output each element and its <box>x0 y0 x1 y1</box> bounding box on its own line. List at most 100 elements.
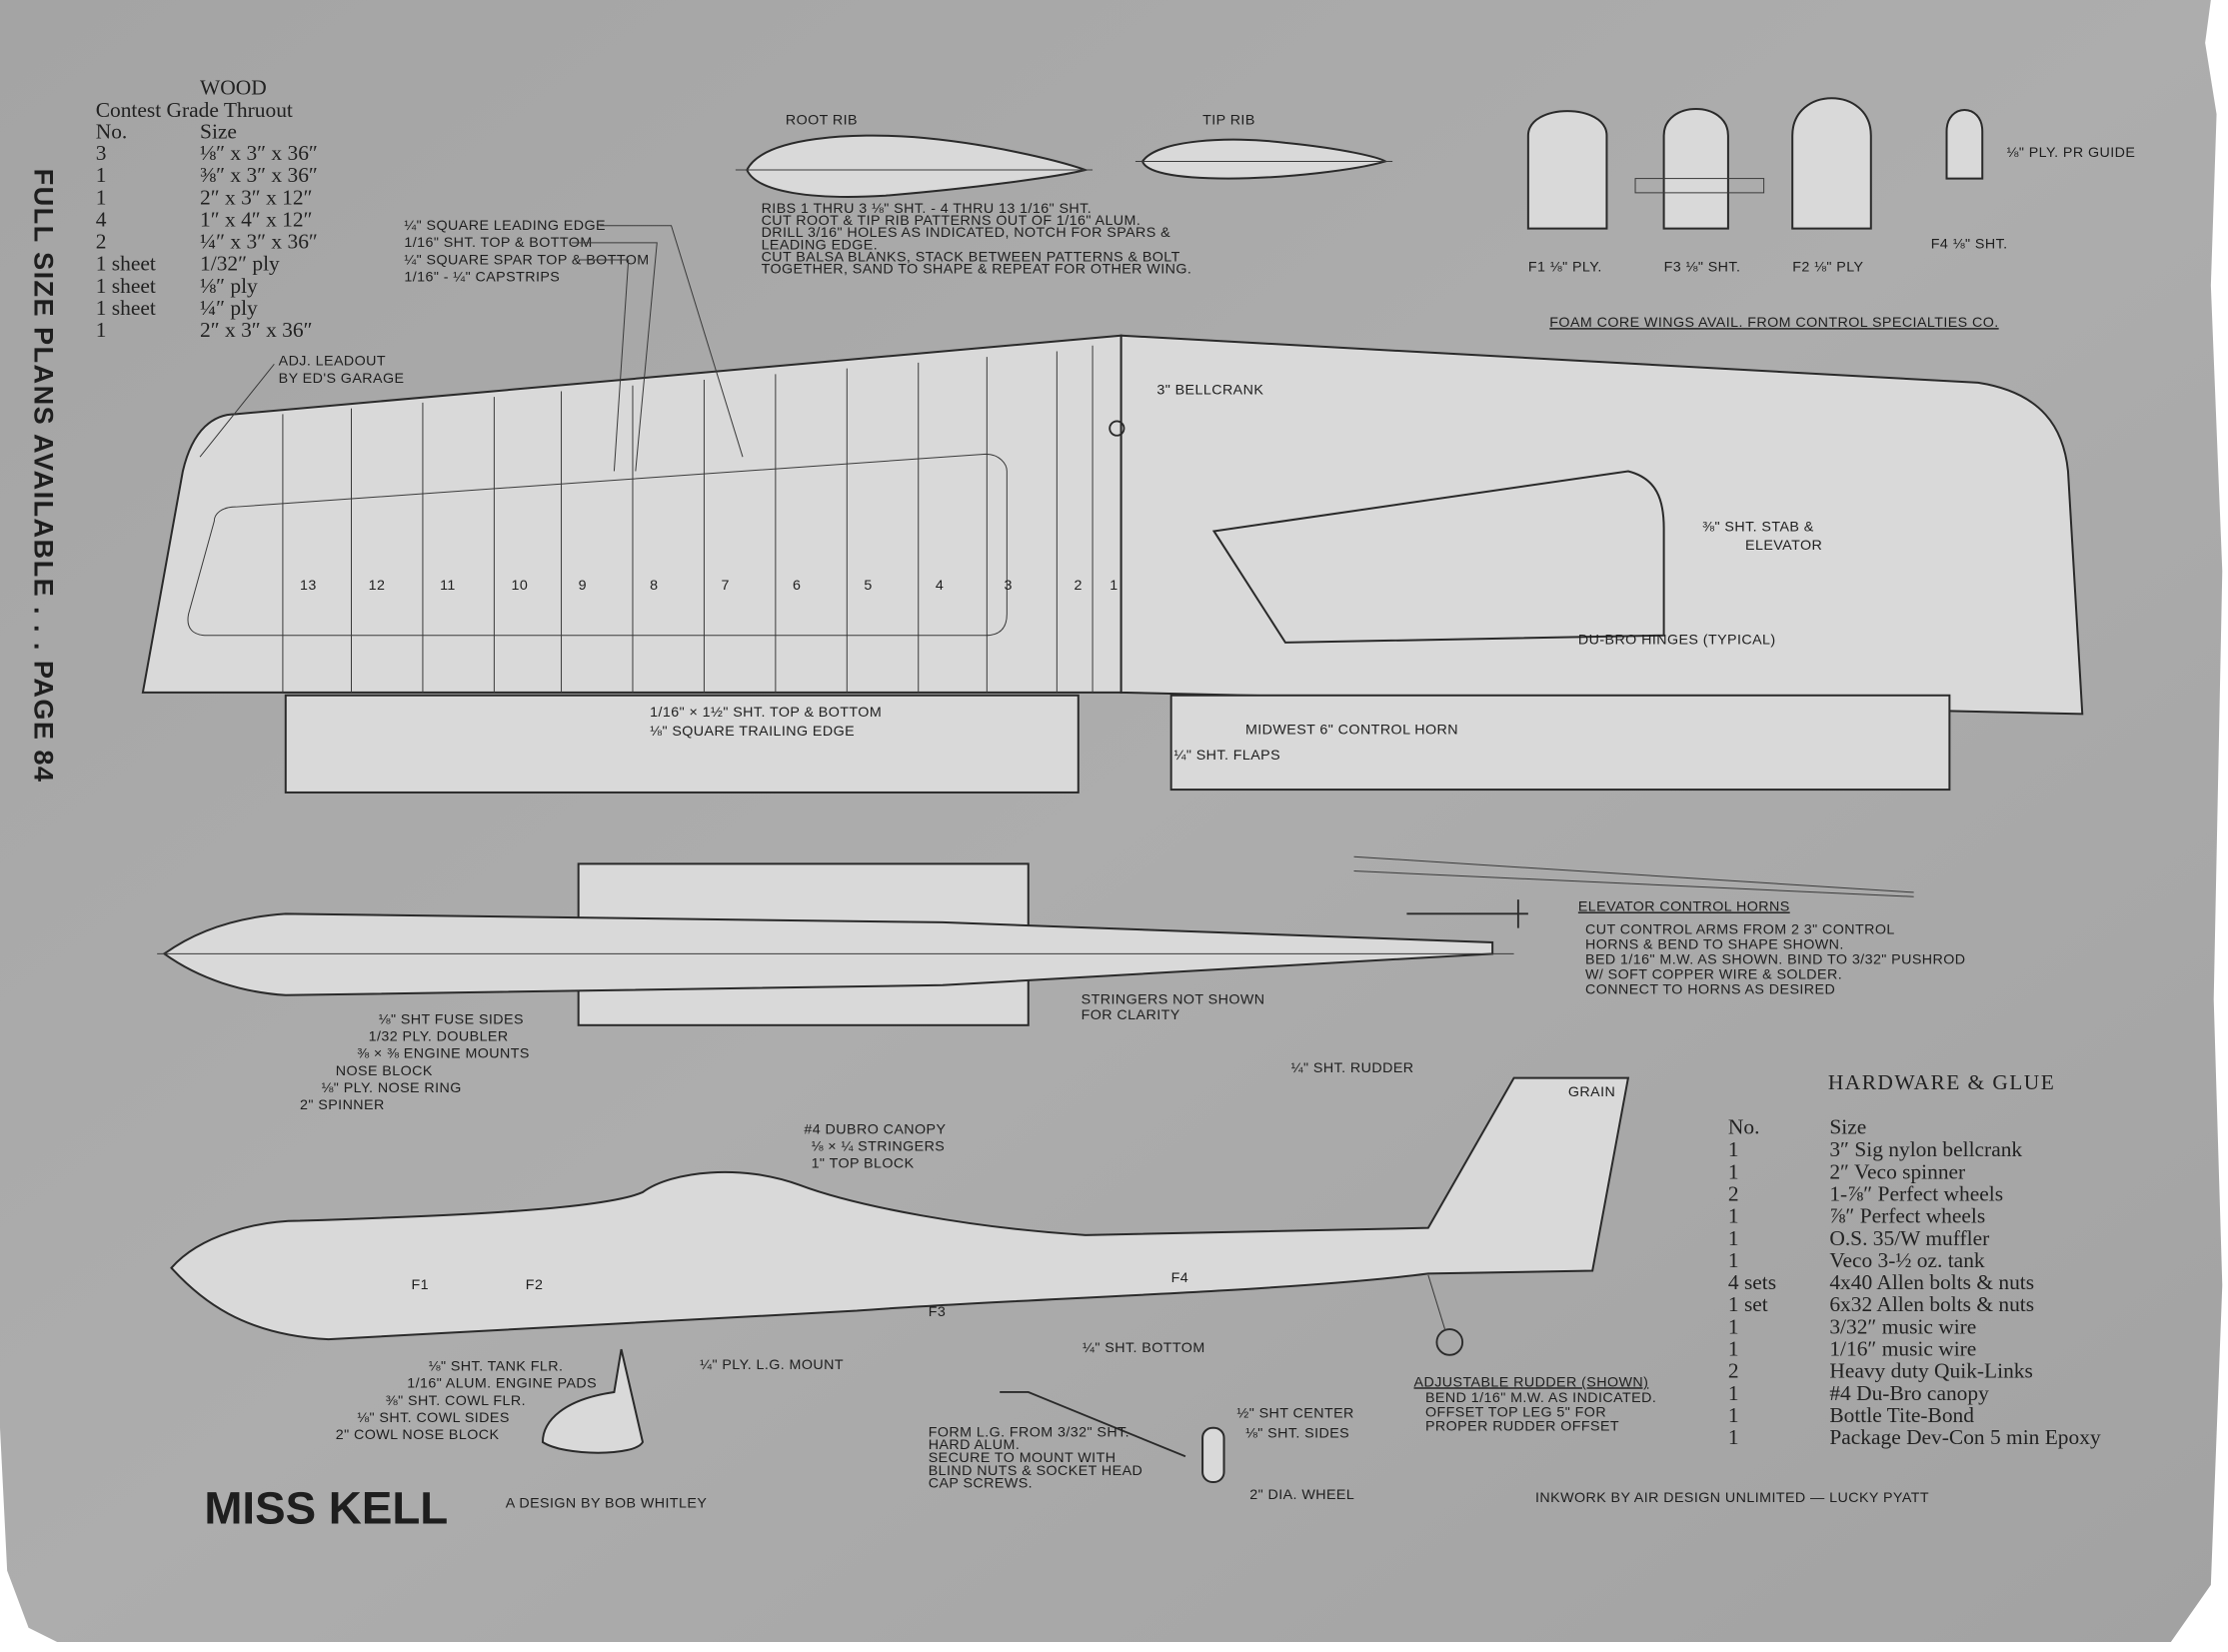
rudder-note: ADJUSTABLE RUDDER (SHOWN) BEND 1/16" M.W… <box>1414 1374 1656 1435</box>
horn-note-line: W/ SOFT COPPER WIRE & SOLDER. <box>1585 966 1842 982</box>
hardware-row-size: ⅞″ Perfect wheels <box>1829 1204 1985 1228</box>
lg-center-label: ½" SHT CENTER <box>1236 1406 1353 1422</box>
hardware-row-size: 1/16″ music wire <box>1829 1337 1976 1361</box>
rudder-note-line: OFFSET TOP LEG 5" FOR <box>1425 1404 1606 1420</box>
f2-mark: F2 <box>526 1277 544 1293</box>
wood-heading: WOOD <box>200 75 267 99</box>
doubler-label: 1/32 PLY. DOUBLER <box>369 1029 509 1045</box>
hardware-row-qty: 1 set <box>1728 1292 1768 1316</box>
engine-pads-label: 1/16" ALUM. ENGINE PADS <box>407 1376 597 1392</box>
rib-number: 4 <box>936 578 944 594</box>
hardware-row-qty: 2 <box>1728 1359 1739 1383</box>
plan-title: MISS KELL <box>204 1482 448 1533</box>
hardware-row-size: 3″ Sig nylon bellcrank <box>1829 1137 2022 1161</box>
hardware-row-qty: 4 sets <box>1728 1270 1776 1294</box>
rib-number: 3 <box>1004 578 1012 594</box>
leading-edge-label: ¼" SQUARE LEADING EDGE <box>404 218 606 234</box>
stringers-note-1: STRINGERS NOT SHOWN <box>1082 991 1265 1007</box>
fuse-sides-label: ⅛" SHT FUSE SIDES <box>379 1011 524 1027</box>
hardware-row-size: Heavy duty Quik-Links <box>1829 1359 2032 1383</box>
sheeting-label: 1/16" SHT. TOP & BOTTOM <box>404 235 592 251</box>
wood-row-size: 2″ x 3″ x 12″ <box>200 185 312 209</box>
wood-subheading: Contest Grade Thruout <box>96 98 293 122</box>
hardware-row-qty: 1 <box>1728 1337 1739 1361</box>
nose-ring-label: ⅛" PLY. NOSE RING <box>321 1080 461 1096</box>
hardware-row-qty: 1 <box>1728 1425 1739 1449</box>
hardware-row-size: 2″ Veco spinner <box>1829 1159 1965 1183</box>
left-wing <box>141 334 1122 694</box>
top-block-label: 1" TOP BLOCK <box>812 1156 915 1172</box>
hardware-row-qty: 1 <box>1728 1137 1739 1161</box>
lg-note-line: BLIND NUTS & SOCKET HEAD <box>929 1463 1143 1479</box>
rib-number: 1 <box>1110 578 1117 594</box>
hardware-row-qty: 1 <box>1728 1314 1739 1338</box>
hardware-col-no: No. <box>1728 1114 1760 1138</box>
hardware-row-qty: 1 <box>1728 1403 1739 1427</box>
trailing-sheet-label: 1/16" × 1½" SHT. TOP & BOTTOM <box>650 705 882 721</box>
leadout-label-1: ADJ. LEADOUT <box>279 354 386 370</box>
hardware-row-size: O.S. 35/W muffler <box>1829 1226 1989 1250</box>
wood-row-qty: 1 sheet <box>96 252 156 276</box>
hardware-row-size: #4 Du-Bro canopy <box>1829 1381 1989 1405</box>
rib-note-line: RIBS 1 THRU 3 ⅛" SHT. - 4 THRU 13 1/16" … <box>762 201 1093 217</box>
rudder-label: ¼" SHT. RUDDER <box>1291 1060 1414 1076</box>
left-flap <box>284 694 1080 794</box>
wood-row-size: 1/32″ ply <box>200 252 280 276</box>
cowl-floor-label: ⅜" SHT. COWL FLR. <box>386 1393 526 1409</box>
wood-row-qty: 3 <box>96 141 107 165</box>
rib-number: 13 <box>300 578 317 594</box>
wood-row-qty: 1 sheet <box>96 274 156 298</box>
hardware-row-size: 4x40 Allen bolts & nuts <box>1829 1270 2034 1294</box>
stabilizer <box>1211 470 1665 644</box>
wood-row-size: ⅜″ x 3″ x 36″ <box>200 163 318 187</box>
inkwork-credit: INKWORK BY AIR DESIGN UNLIMITED — LUCKY … <box>1535 1490 1929 1506</box>
rib-note-line: CUT BALSA BLANKS, STACK BETWEEN PATTERNS… <box>762 249 1180 265</box>
hardware-row-size: 3/32″ music wire <box>1829 1314 1976 1338</box>
elevator-horns-note: ELEVATOR CONTROL HORNS CUT CONTROL ARMS … <box>1406 899 1966 997</box>
nose-block-label: NOSE BLOCK <box>336 1063 433 1079</box>
canopy-label: #4 DUBRO CANOPY <box>804 1121 946 1137</box>
rib-number: 12 <box>369 578 386 594</box>
engine-mounts-label: ⅜ × ⅜ ENGINE MOUNTS <box>357 1046 530 1062</box>
rib-number: 6 <box>793 578 801 594</box>
cowl-sides-label: ⅛" SHT. COWL SIDES <box>357 1410 510 1426</box>
rudder-note-line: BEND 1/16" M.W. AS INDICATED. <box>1425 1390 1656 1406</box>
wood-row-qty: 1 <box>96 163 107 187</box>
f1-mark: F1 <box>412 1277 430 1293</box>
hardware-col-size: Size <box>1829 1114 1866 1138</box>
foam-core-note: FOAM CORE WINGS AVAIL. FROM CONTROL SPEC… <box>1549 315 1998 331</box>
f3-mark: F3 <box>929 1304 947 1320</box>
tip-rib-label: TIP RIB <box>1202 112 1255 128</box>
flaps-label: ¼" SHT. FLAPS <box>1174 748 1281 764</box>
lg-mount-label: ¼" PLY. L.G. MOUNT <box>700 1357 844 1373</box>
lg-note-line: CAP SCREWS. <box>929 1476 1033 1492</box>
horn-note-line: CONNECT TO HORNS AS DESIRED <box>1585 981 1835 997</box>
rib-number: 10 <box>512 578 529 594</box>
hardware-row-size: 6x32 Allen bolts & nuts <box>1829 1292 2034 1316</box>
bellcrank-label: 3" BELLCRANK <box>1156 382 1263 398</box>
stringers-note-2: FOR CLARITY <box>1082 1007 1180 1023</box>
horn-note-line: HORNS & BEND TO SHAPE SHOWN. <box>1585 936 1844 952</box>
former-f4-label: F4 ⅛" SHT. <box>1931 237 2008 253</box>
horn-note-line: CUT CONTROL ARMS FROM 2 3" CONTROL <box>1585 921 1895 937</box>
wood-row-qty: 4 <box>96 207 107 231</box>
cowl-nose-label: 2" COWL NOSE BLOCK <box>336 1427 500 1443</box>
trailing-edge-label: ⅛" SQUARE TRAILING EDGE <box>650 724 855 740</box>
horn-note-line: BED 1/16" M.W. AS SHOWN. BIND TO 3/32" P… <box>1585 951 1966 967</box>
wood-row-size: ¼″ ply <box>200 296 258 320</box>
stab-label-1: ⅜" SHT. STAB & <box>1702 519 1814 535</box>
lg-sides-label: ⅛" SHT. SIDES <box>1245 1426 1349 1442</box>
wood-row-size: ⅛″ x 3″ x 36″ <box>200 141 318 165</box>
lg-wheel-label: 2" DIA. WHEEL <box>1249 1487 1354 1503</box>
control-horn-label: MIDWEST 6" CONTROL HORN <box>1245 722 1458 738</box>
rudder-note-line: PROPER RUDDER OFFSET <box>1425 1419 1619 1435</box>
wood-row-qty: 1 <box>96 185 107 209</box>
right-flap <box>1169 694 1951 792</box>
former-f3-label: F3 ⅛" SHT. <box>1664 259 1741 275</box>
stab-label-2: ELEVATOR <box>1745 538 1822 554</box>
rib-note-line: CUT ROOT & TIP RIB PATTERNS OUT OF 1/16"… <box>762 213 1141 229</box>
rib-number: 8 <box>650 578 658 594</box>
